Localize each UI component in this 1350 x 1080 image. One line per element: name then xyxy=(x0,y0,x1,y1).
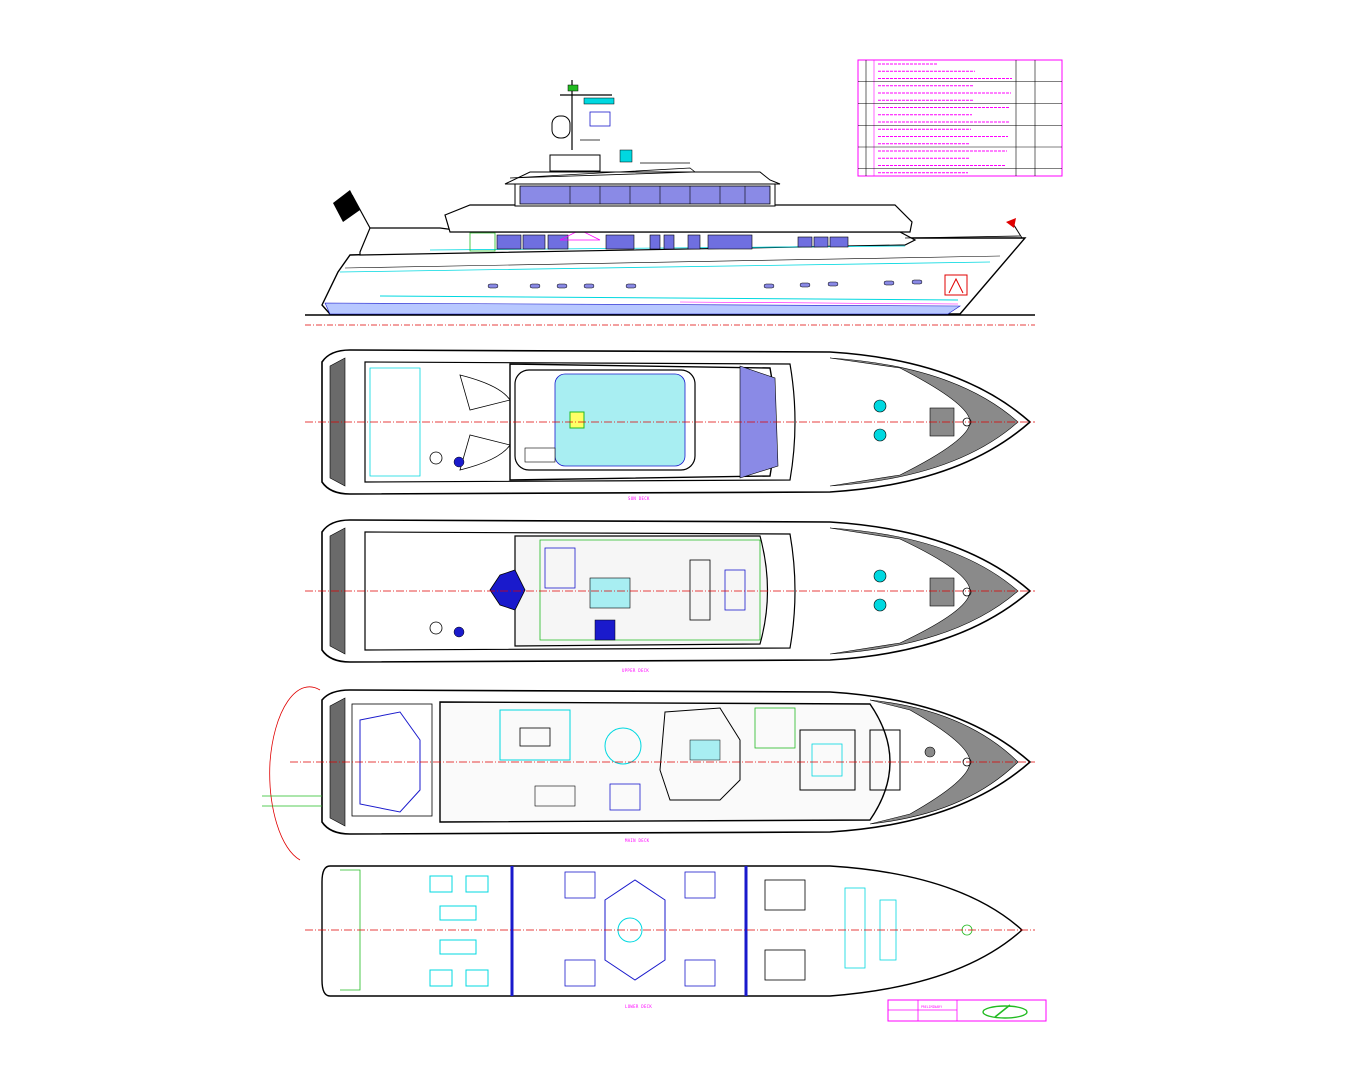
ensign-flag xyxy=(333,190,360,222)
deck-label-sun: SUN DECK xyxy=(628,496,650,501)
title-block: PRELIMINARY xyxy=(887,999,1047,1022)
upper-deck-plan: UPPER DECK xyxy=(305,519,1035,673)
deck-label-upper: UPPER DECK xyxy=(622,668,649,673)
deck-label-main: MAIN DECK xyxy=(625,838,650,843)
title-block-status: PRELIMINARY xyxy=(921,1005,942,1009)
sun-deck-plan: SUN DECK xyxy=(305,349,1035,501)
designer-logo xyxy=(982,1004,1028,1019)
revision-table xyxy=(857,59,1063,177)
main-deck-plan: MAIN DECK xyxy=(262,686,1035,861)
lower-deck-plan: LOWER DECK xyxy=(305,865,1035,1009)
deck-label-lower: LOWER DECK xyxy=(625,1004,652,1009)
profile-view xyxy=(305,80,1035,326)
